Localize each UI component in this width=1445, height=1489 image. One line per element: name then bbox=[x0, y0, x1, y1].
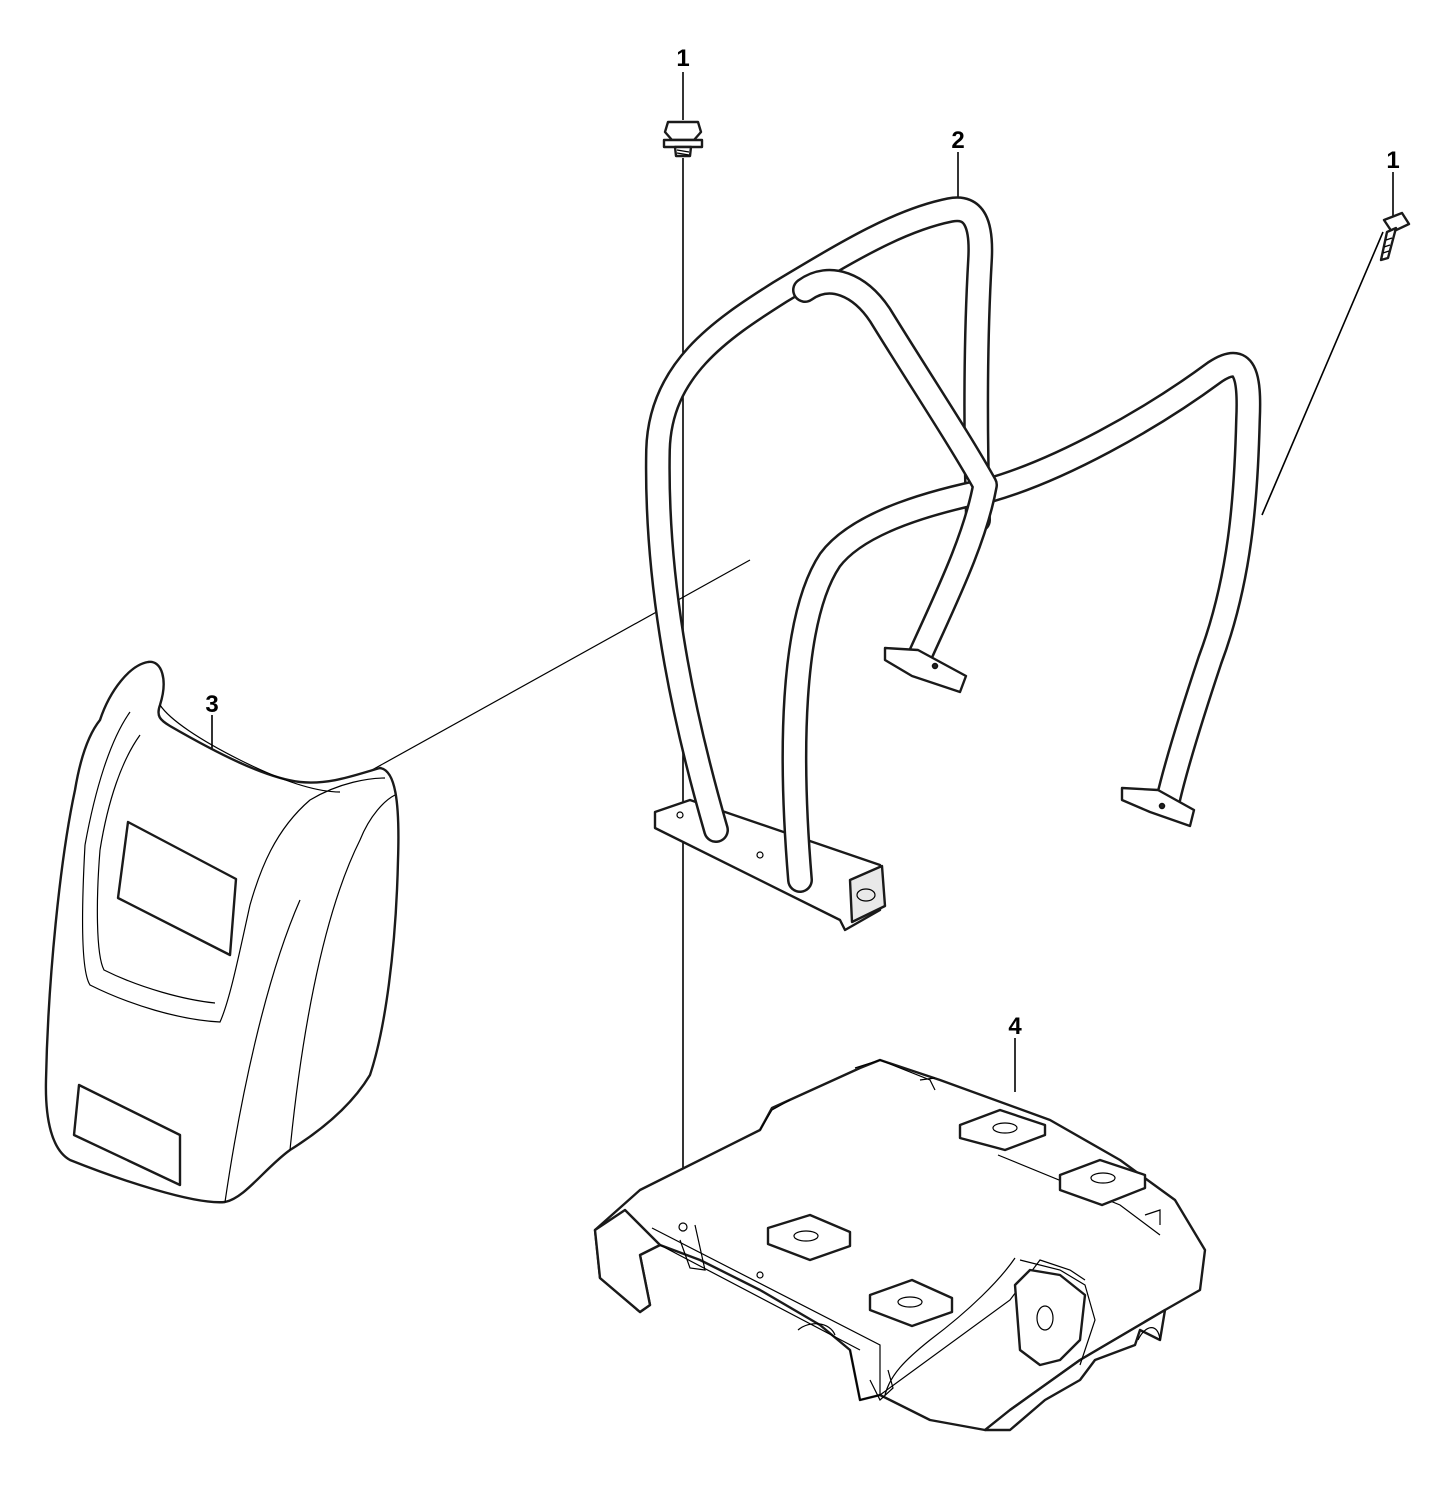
seat-base bbox=[593, 1058, 1207, 1432]
roll-bar-frame bbox=[644, 196, 1262, 932]
callout-frame: 2 bbox=[951, 127, 964, 154]
callout-cover: 3 bbox=[205, 691, 218, 718]
callout-bolt-left: 1 bbox=[676, 45, 689, 72]
bolt-right bbox=[1379, 211, 1411, 262]
callout-labels: 1 2 1 3 4 bbox=[205, 45, 1399, 1040]
seat-cover bbox=[44, 660, 400, 1204]
bolt-left bbox=[662, 120, 704, 158]
callout-bolt-right: 1 bbox=[1386, 147, 1399, 174]
callout-base: 4 bbox=[1008, 1013, 1022, 1040]
